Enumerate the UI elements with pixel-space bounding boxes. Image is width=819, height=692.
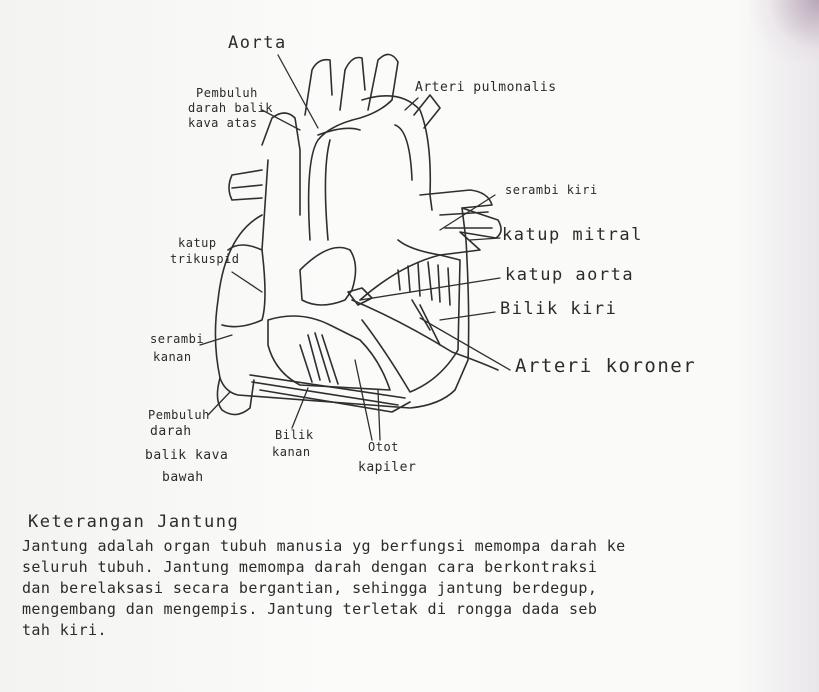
notes-body: Jantung adalah organ tubuh manusia yg be… — [22, 536, 818, 641]
aorta-inner — [318, 128, 360, 240]
label-serambi-kiri: serambi kiri — [505, 183, 598, 197]
heart-outline — [215, 208, 468, 408]
label-katup-trikuspid-1: katup — [178, 236, 217, 250]
label-vena-kava-bawah-1: Pembuluh — [148, 408, 210, 422]
notes-line: seluruh tubuh. Jantung memompa darah den… — [22, 557, 818, 578]
label-vena-kava-bawah-4: bawah — [162, 470, 204, 485]
label-vena-kava-bawah-3: balik kava — [145, 448, 228, 463]
label-aorta: Aorta — [228, 34, 287, 53]
label-arteri-koroner: Arteri koroner — [515, 357, 696, 376]
notes-line: mengembang dan mengempis. Jantung terlet… — [22, 599, 818, 620]
superior-vena-cava — [262, 113, 300, 250]
label-otot-kapiler-1: Otot — [368, 440, 399, 454]
notes-line: Jantung adalah organ tubuh manusia yg be… — [22, 536, 818, 557]
right-pulmonary-branch — [414, 95, 440, 128]
notes-title: Keterangan Jantung — [28, 512, 239, 532]
left-ventricle — [360, 255, 460, 392]
vena-cava-rings — [229, 170, 262, 200]
septum — [300, 248, 356, 306]
papillary-lines — [300, 333, 338, 384]
label-arteri-pulmonalis: Arteri pulmonalis — [415, 80, 557, 95]
label-vena-kava-atas-2: darah balik — [188, 101, 273, 115]
notes-line: tah kiri. — [22, 620, 818, 641]
aorta-vessel — [305, 54, 398, 240]
label-bilik-kiri: Bilik kiri — [500, 300, 617, 319]
label-otot-kapiler-2: kapiler — [358, 460, 416, 475]
label-vena-kava-atas-1: Pembuluh — [196, 86, 258, 100]
trabeculae — [398, 262, 450, 345]
label-serambi-kanan-2: kanan — [153, 350, 192, 364]
notes-line: dan berelaksasi secara bergantian, sehin… — [22, 578, 818, 599]
valve-region — [348, 288, 372, 305]
label-vena-kava-bawah-2: darah — [150, 424, 192, 439]
left-atrium — [398, 190, 501, 255]
label-serambi-kanan-1: serambi — [150, 332, 204, 346]
label-vena-kava-atas-3: kava atas — [188, 116, 258, 130]
label-bilik-kanan-2: kanan — [272, 445, 311, 459]
label-katup-aorta: katup aorta — [505, 266, 634, 285]
label-katup-mitral: katup mitral — [502, 226, 643, 245]
label-katup-trikuspid-2: trikuspid — [170, 252, 240, 266]
label-bilik-kanan-1: Bilik — [275, 428, 314, 442]
